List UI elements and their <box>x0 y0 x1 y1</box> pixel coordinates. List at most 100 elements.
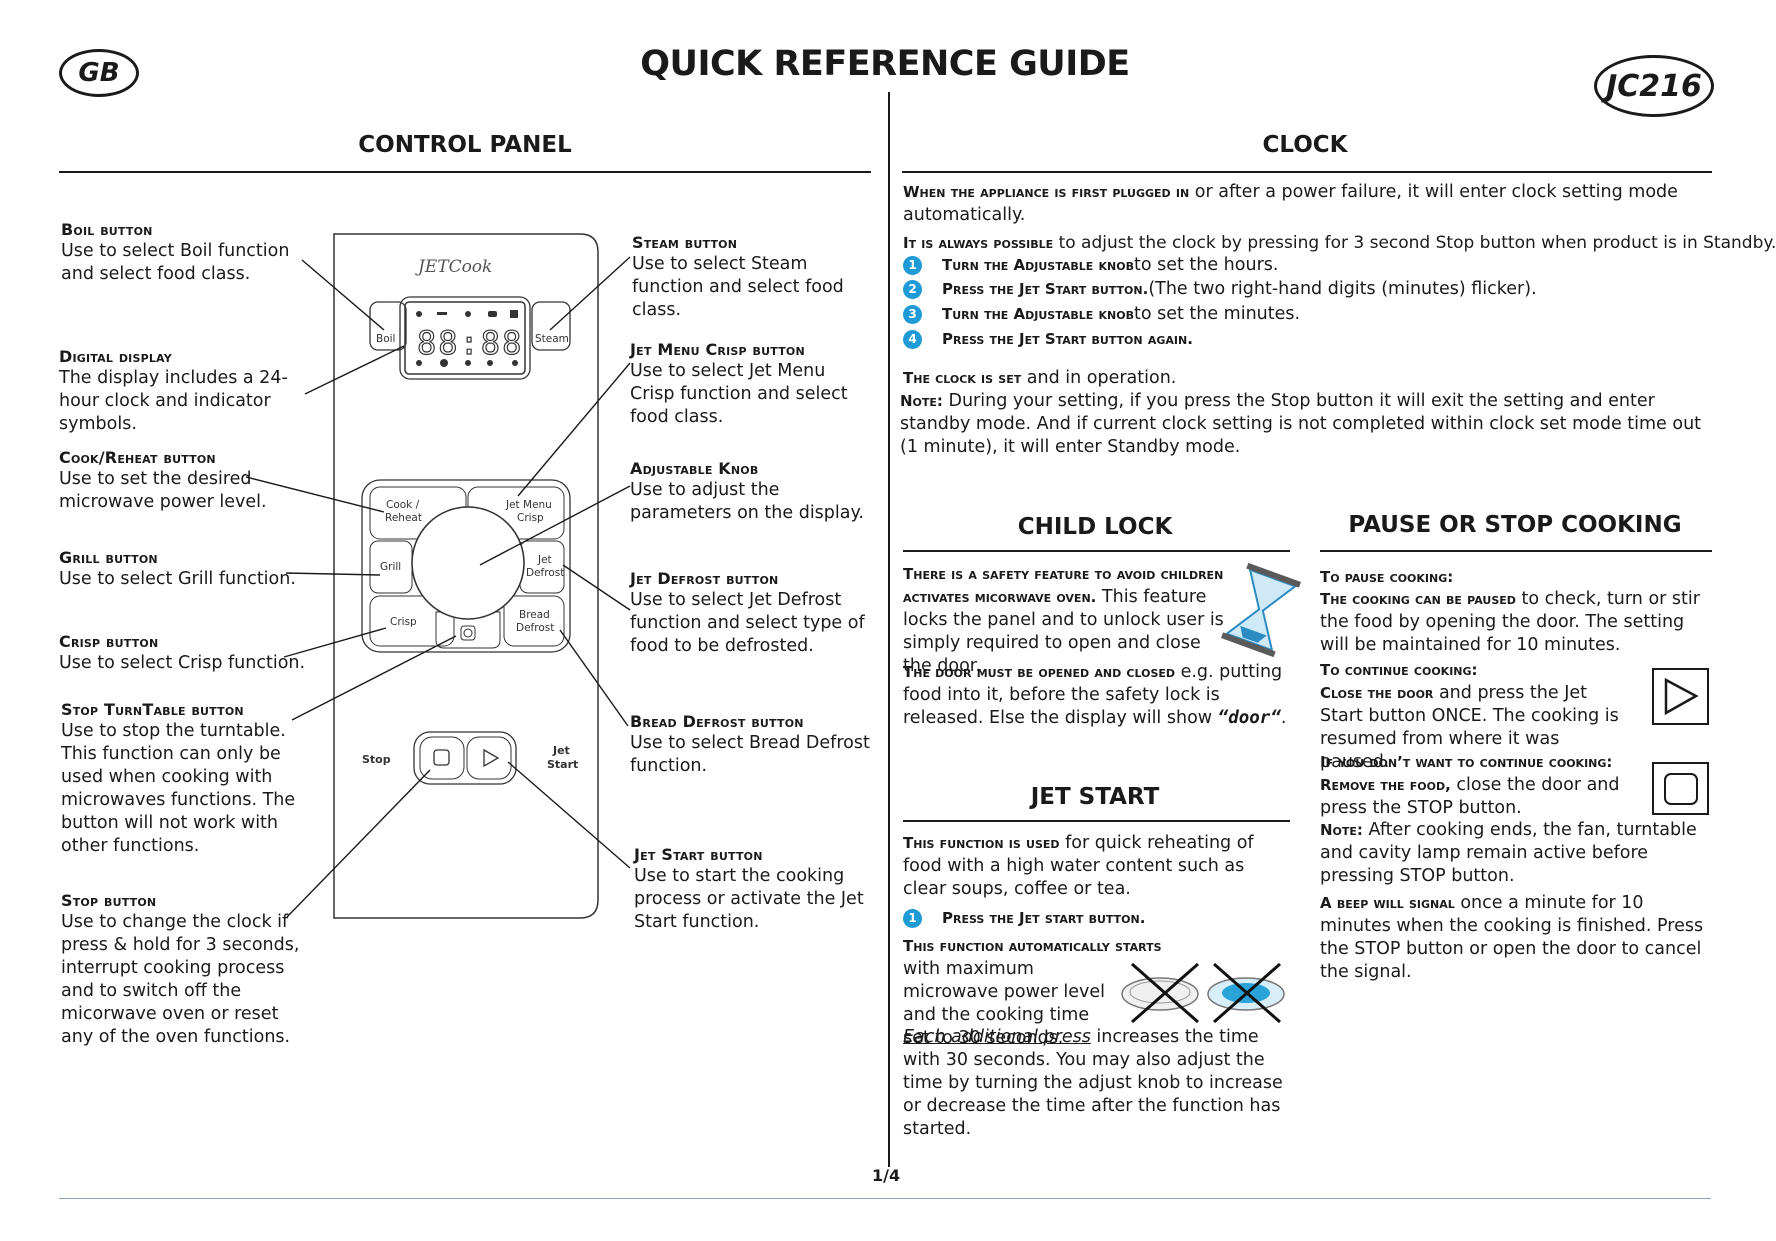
to-pause-label: To pause cooking: <box>1320 568 1454 586</box>
panel-stop-button <box>419 736 465 780</box>
panel-display-frame <box>399 296 531 380</box>
panel-boil-text: Boil <box>376 333 395 345</box>
child-lock-p2-rest: e.g. putting food into it, before the sa… <box>903 662 1283 728</box>
panel-jet-start-text-1: Jet <box>552 744 570 757</box>
digital-display-label: Digital display <box>59 347 172 366</box>
clock-step-3-rest: to set the minutes. <box>1133 304 1301 324</box>
panel-steam-button <box>531 301 571 351</box>
panel-display-screen <box>404 301 526 375</box>
digital-display-desc: The display includes a 24-hour clock and… <box>59 368 288 434</box>
child-lock-p1-rest: This feature locks the panel and to unlo… <box>903 587 1224 676</box>
remove-rest: close the door and press the STOP button… <box>1320 775 1620 818</box>
grill-button-callout: Grill button Use to select Grill functio… <box>59 548 309 591</box>
panel-crisp-text: Crisp <box>390 616 417 628</box>
play-triangle-icon <box>483 748 500 768</box>
panel-outline <box>333 233 599 919</box>
panel-grill-text: Grill <box>380 561 401 573</box>
panel-bread-defrost-text-1: Bread <box>519 609 550 621</box>
language-badge-text: GB <box>78 58 120 88</box>
step-number-badge: 1 <box>903 909 922 928</box>
child-lock-p2-end: . <box>1280 708 1287 728</box>
panel-adjustable-knob <box>411 506 525 620</box>
step-number-badge: 3 <box>903 305 922 324</box>
turntable-icon <box>460 625 476 641</box>
jet-start-paragraph-3: Each additional press increases the time… <box>903 1026 1293 1141</box>
steam-button-desc: Use to select Steam function and select … <box>632 254 844 320</box>
stop-icon <box>1664 773 1698 805</box>
clock-note: Note: During your setting, if you press … <box>900 390 1712 459</box>
crisp-button-desc: Use to select Crisp function. <box>59 653 306 673</box>
clock-paragraph-1: When the appliance is first plugged in o… <box>903 181 1703 227</box>
panel-jet-start-text-2: Start <box>547 758 578 771</box>
clock-paragraph-3: The clock is set and in operation. <box>903 367 1703 390</box>
panel-stop-text: Stop <box>362 753 391 766</box>
stop-button-callout: Stop button Use to change the clock if p… <box>61 891 306 1049</box>
child-lock-title: CHILD LOCK <box>1017 514 1173 540</box>
to-pause-heading: To pause cooking: <box>1320 566 1710 589</box>
stop-button-desc: Use to change the clock if press & hold … <box>61 912 300 1047</box>
pause-lead: The cooking can be paused <box>1320 590 1516 608</box>
page-number: 1/4 <box>872 1166 901 1185</box>
model-badge: JC216 <box>1594 55 1714 117</box>
jet-menu-crisp-desc: Use to select Jet Menu Crisp function an… <box>630 361 848 427</box>
stop-key-icon <box>1652 762 1709 815</box>
footer-rule <box>59 1198 1711 1199</box>
clock-p1-lead: When the appliance is first plugged in <box>903 183 1190 201</box>
panel-jet-menu-text-2: Crisp <box>517 512 544 524</box>
child-lock-p1-lead: There is a safety feature to avoid child… <box>903 565 1224 606</box>
cook-reheat-label: Cook/Reheat button <box>59 448 216 467</box>
jet-start-desc: Use to start the cooking process or acti… <box>634 866 864 932</box>
jet-start-paragraph-2: This function automatically starts with … <box>903 935 1162 1050</box>
panel-crisp-button <box>369 595 455 647</box>
stop-turntable-callout: Stop TurnTable button Use to stop the tu… <box>61 700 306 858</box>
pause-note: Note: After cooking ends, the fan, turnt… <box>1320 819 1712 888</box>
clock-note-rest: During your setting, if you press the St… <box>900 391 1702 457</box>
clock-p3-lead: The clock is set <box>903 369 1022 387</box>
jet-defrost-label: Jet Defrost button <box>630 569 779 588</box>
clock-step-1-rest: to set the hours. <box>1133 255 1279 275</box>
if-not-label: If you don’t want to continue cooking: <box>1320 753 1613 771</box>
jet-start-p1-rest: for quick reheating of food with a high … <box>903 833 1254 899</box>
boil-button-desc: Use to select Boil function and select f… <box>61 241 290 284</box>
panel-bread-defrost-button <box>503 595 565 647</box>
continue-rest: and press the Jet Start button ONCE. The… <box>1320 683 1619 772</box>
jet-start-key-icon <box>1652 668 1709 725</box>
clock-step-2-rest: (The two right-hand digits (minutes) fli… <box>1148 279 1537 299</box>
page-title: QUICK REFERENCE GUIDE <box>640 44 1130 84</box>
panel-stop-jetstart-frame <box>413 731 517 785</box>
jet-menu-crisp-label: Jet Menu Crisp button <box>630 340 805 359</box>
jet-defrost-callout: Jet Defrost button Use to select Jet Def… <box>630 569 875 658</box>
if-not-heading: If you don’t want to continue cooking: <box>1320 751 1710 774</box>
control-panel-diagram: JETCook Boil Steam 88:88 Cook / Reheat J… <box>245 233 631 919</box>
to-continue-label: To continue cooking: <box>1320 661 1478 679</box>
stop-turntable-desc: Use to stop the turntable. This function… <box>61 721 296 856</box>
continue-paragraph: Close the door and press the Jet Start b… <box>1320 682 1630 774</box>
clock-p2-rest: to adjust the clock by pressing for 3 se… <box>1053 233 1776 253</box>
grill-button-label: Grill button <box>59 548 158 567</box>
callout-leader-lines <box>245 256 631 918</box>
pause-rest: to check, turn or stir the food by openi… <box>1320 589 1700 655</box>
child-lock-door-display: “door“ <box>1217 708 1281 728</box>
adjustable-knob-label: Adjustable Knob <box>630 459 759 478</box>
jet-start-p1-lead: This function is used <box>903 834 1060 852</box>
jet-start-title: JET START <box>1030 784 1160 810</box>
jet-start-p2-rest: with maximum microwave power level and t… <box>903 959 1106 1048</box>
panel-steam-text: Steam <box>535 333 569 345</box>
step-number-badge: 4 <box>903 330 922 349</box>
panel-button-cluster <box>361 479 571 653</box>
clock-p2-lead: It is always possible <box>903 234 1054 252</box>
jet-start-p3-underline: Each additional press <box>903 1027 1091 1047</box>
panel-bread-defrost-text-2: Defrost <box>516 622 554 634</box>
panel-brand-logo: JETCook <box>415 257 492 277</box>
column-divider <box>888 92 890 1167</box>
to-continue-heading: To continue cooking: <box>1320 659 1710 682</box>
jet-start-p3-rest: increases the time with 30 seconds. You … <box>903 1027 1283 1139</box>
adjustable-knob-desc: Use to adjust the parameters on the disp… <box>630 480 864 523</box>
step-number-badge: 2 <box>903 280 922 299</box>
pause-paragraph: The cooking can be paused to check, turn… <box>1320 588 1712 657</box>
clock-paragraph-2: It is always possible to adjust the cloc… <box>903 232 1776 255</box>
stop-turntable-label: Stop TurnTable button <box>61 700 244 719</box>
clock-rule <box>902 171 1712 173</box>
